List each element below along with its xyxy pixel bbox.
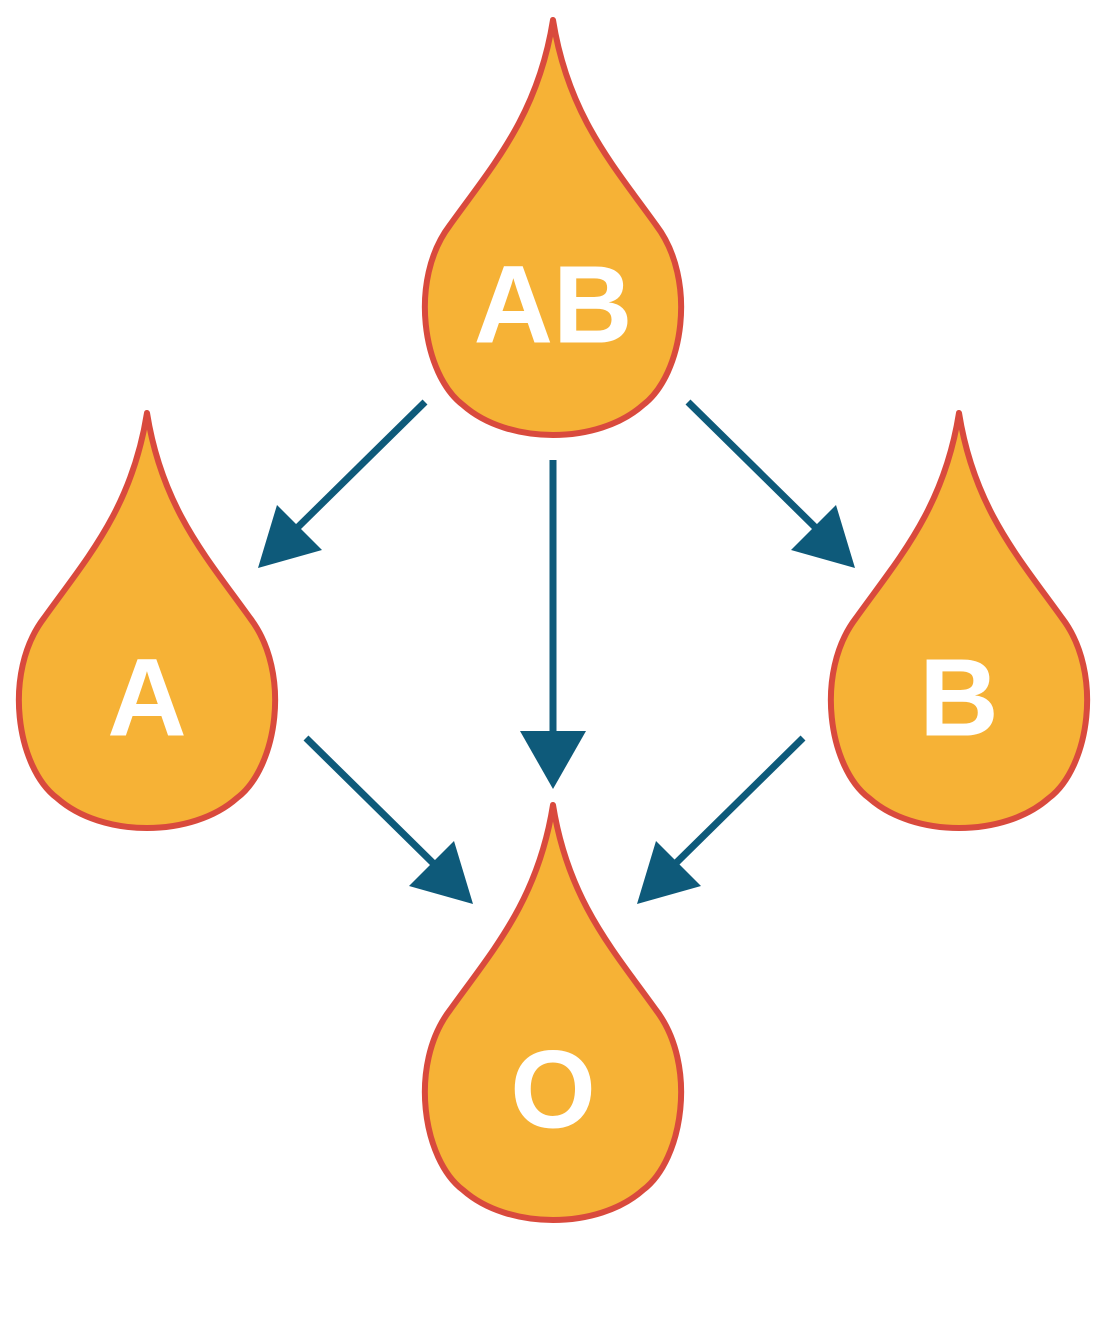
drop-ab-shape: [421, 17, 685, 438]
arrow-ab-to-o: [520, 460, 586, 789]
drop-a-shape: [15, 410, 279, 831]
drop-ab: AB: [421, 17, 685, 438]
drop-o: O: [421, 802, 685, 1223]
drop-a-label: A: [107, 637, 186, 760]
drop-b-label: B: [919, 637, 998, 760]
drop-o-label: O: [510, 1029, 596, 1152]
drop-a: A: [15, 410, 279, 831]
drop-b-shape: [827, 410, 1091, 831]
arrow-ab-to-b: [685, 399, 855, 568]
arrow-ab-to-a: [258, 399, 428, 568]
arrow-b-to-o: [637, 735, 806, 904]
drop-ab-label: AB: [474, 244, 633, 367]
arrow-a-to-o: [303, 735, 473, 904]
drop-b: B: [827, 410, 1091, 831]
drop-o-shape: [421, 802, 685, 1223]
